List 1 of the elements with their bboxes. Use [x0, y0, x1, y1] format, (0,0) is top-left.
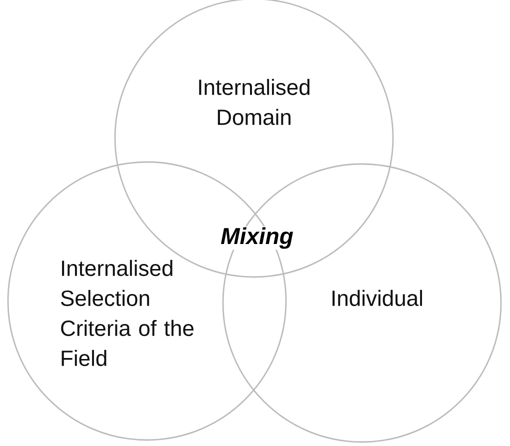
- region-label: Mixing: [220, 226, 294, 250]
